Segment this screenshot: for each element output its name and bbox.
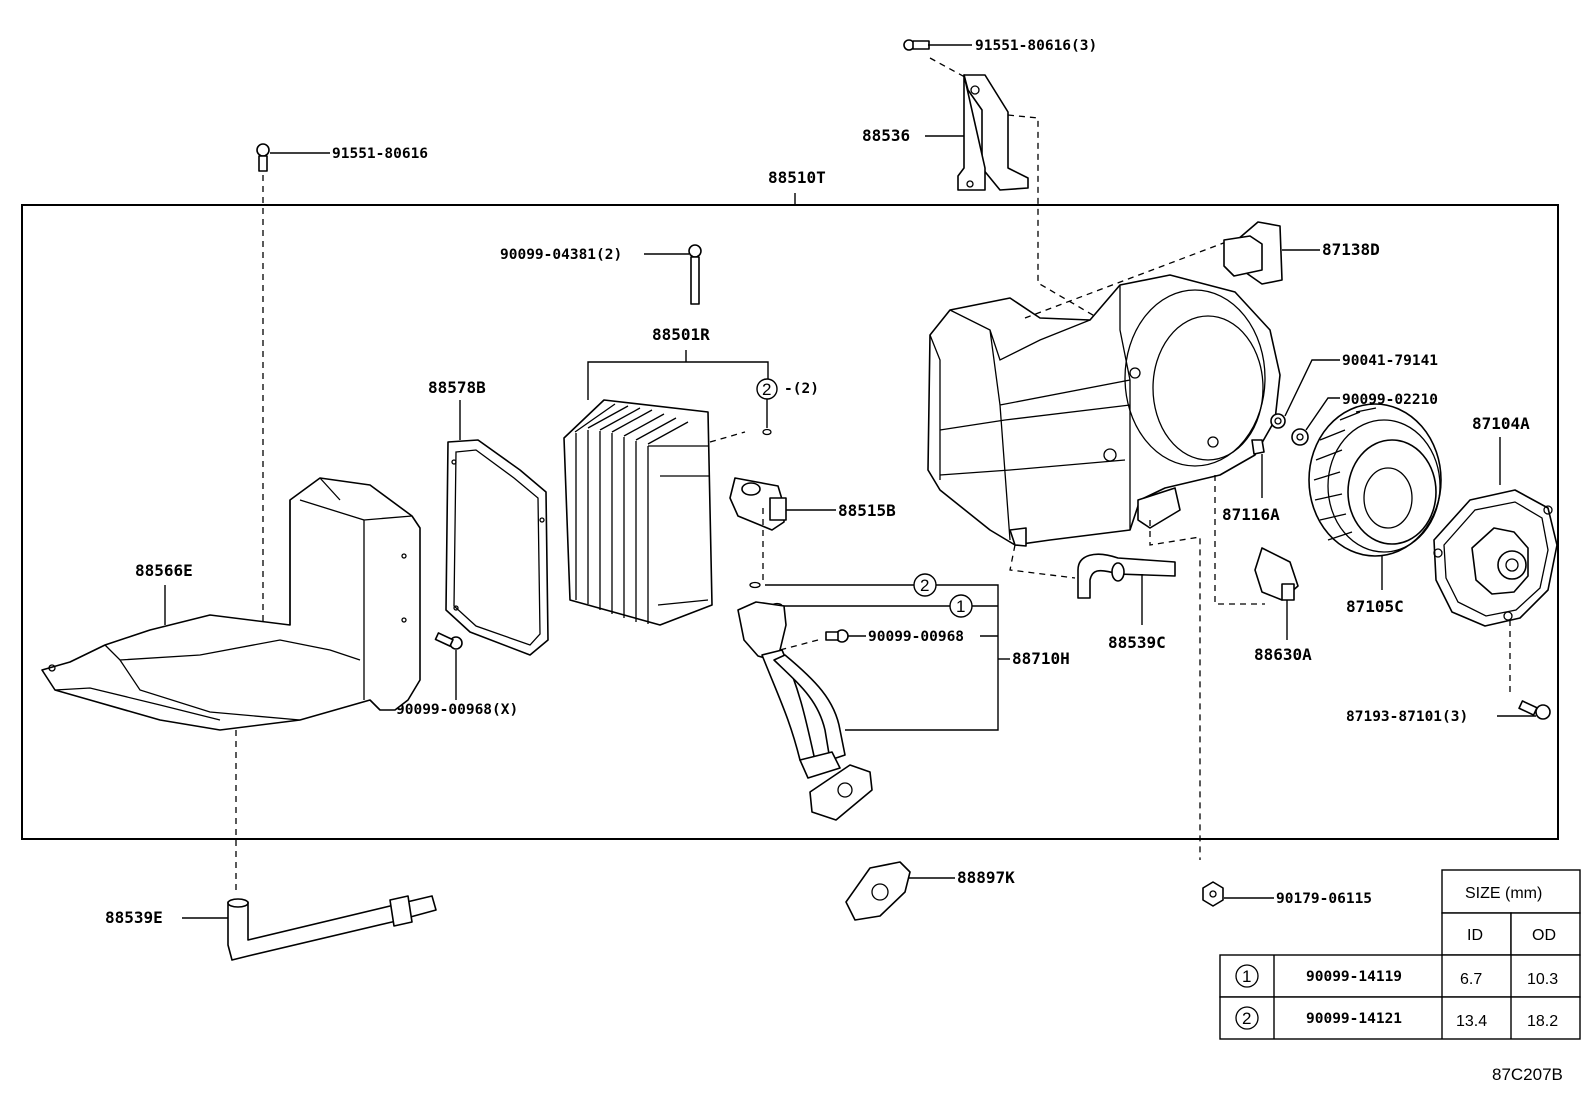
- label-expansion-valve[interactable]: 88515B: [838, 501, 896, 520]
- row-symbol: 2: [1242, 1009, 1251, 1028]
- clamp: [1251, 439, 1265, 455]
- bolt-top-right: [903, 39, 930, 51]
- bracket: [957, 74, 1029, 191]
- nut: [1270, 413, 1286, 429]
- label-grommet[interactable]: 88897K: [957, 868, 1015, 887]
- resistor: [1223, 221, 1283, 285]
- label-motor[interactable]: 87104A: [1472, 414, 1530, 433]
- label-tube-assy[interactable]: 88710H: [1012, 649, 1070, 668]
- row-part-number[interactable]: 90099-14119: [1306, 969, 1402, 985]
- drain-hose-left: [227, 895, 437, 961]
- tube-assy: [737, 601, 873, 821]
- label-assembly[interactable]: 88510T: [768, 168, 826, 187]
- row-od: 18.2: [1527, 1013, 1558, 1030]
- size-table-row: 1 90099-14119 6.7 10.3: [1235, 964, 1558, 988]
- size-table-title: SIZE (mm): [1465, 885, 1542, 902]
- label-bolt-top-left[interactable]: 91551-80616: [332, 146, 428, 162]
- evaporator: [563, 399, 746, 626]
- label-fan[interactable]: 87105C: [1346, 597, 1404, 616]
- expansion-valve: [729, 477, 787, 531]
- row-part-number[interactable]: 90099-14121: [1306, 1011, 1402, 1027]
- row-symbol: 1: [1242, 967, 1251, 986]
- label-resistor[interactable]: 87138D: [1322, 240, 1380, 259]
- assembly-frame: [21, 204, 1559, 840]
- svg-text:2: 2: [920, 576, 929, 595]
- label-drain-hose-right[interactable]: 88539C: [1108, 633, 1166, 652]
- size-table-row: 2 90099-14121 13.4 18.2: [1235, 1006, 1558, 1030]
- screw-case: [434, 632, 463, 650]
- size-table-col-id: ID: [1467, 927, 1483, 944]
- screw-tube: [825, 629, 849, 643]
- motor: [1433, 489, 1558, 627]
- bolt-top-left: [256, 143, 270, 172]
- label-bolt-top-right[interactable]: 91551-80616(3): [975, 38, 1097, 54]
- label-oring-note: -(2): [784, 381, 819, 397]
- label-relay[interactable]: 88630A: [1254, 645, 1312, 664]
- label-nut-bottom[interactable]: 90179-06115: [1276, 891, 1372, 907]
- washer: [1291, 428, 1309, 446]
- label-screw-motor[interactable]: 87193-87101(3): [1346, 709, 1468, 725]
- label-evaporator[interactable]: 88501R: [652, 325, 710, 344]
- label-case-lower[interactable]: 88566E: [135, 561, 193, 580]
- label-bolt-long[interactable]: 90099-04381(2): [500, 247, 622, 263]
- label-screw-tube[interactable]: 90099-00968: [868, 629, 964, 645]
- bolt-long: [688, 244, 702, 305]
- screw-motor: [1518, 700, 1551, 720]
- label-clamp[interactable]: 87116A: [1222, 505, 1280, 524]
- row-id: 6.7: [1460, 971, 1482, 988]
- size-table-col-od: OD: [1532, 927, 1556, 944]
- row-id: 13.4: [1456, 1013, 1487, 1030]
- grommet: [845, 861, 911, 921]
- label-seal-plate[interactable]: 88578B: [428, 378, 486, 397]
- label-nut[interactable]: 90041-79141: [1342, 353, 1438, 369]
- label-drain-hose-left[interactable]: 88539E: [105, 908, 163, 927]
- callout-2-tube: 2: [913, 573, 937, 597]
- blower-case: [927, 274, 1281, 547]
- relay: [1254, 547, 1299, 601]
- seal-plate: [445, 439, 549, 656]
- svg-text:1: 1: [956, 597, 965, 616]
- label-screw-case[interactable]: 90099-00968(X): [396, 702, 518, 718]
- callout-2-top: 2: [756, 378, 778, 400]
- diagram-code: 87C207B: [1492, 1065, 1563, 1084]
- svg-text:2: 2: [762, 380, 771, 399]
- callout-1-tube: 1: [949, 594, 973, 618]
- nut-bottom: [1202, 881, 1224, 907]
- case-lower: [41, 477, 421, 731]
- row-od: 10.3: [1527, 971, 1558, 988]
- size-table: SIZE (mm) ID OD 1 90099-14119 6.7 10.3 2…: [1219, 869, 1581, 1040]
- drain-hose-right: [1077, 553, 1176, 599]
- fan: [1308, 403, 1442, 557]
- label-bracket[interactable]: 88536: [862, 126, 910, 145]
